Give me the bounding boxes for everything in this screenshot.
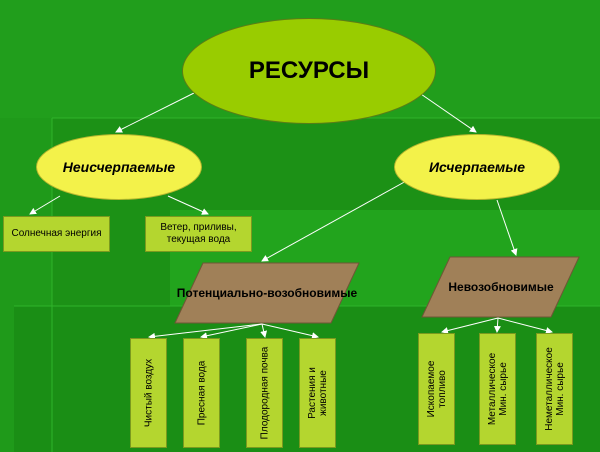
- arrow-inexhaustible-to-solar: [29, 195, 61, 215]
- node-nonmetallic-minerals-label: Неметаллическое Мин. сырье: [543, 347, 566, 431]
- arrow-exhaustible-to-renewable: [261, 179, 409, 262]
- arrow-renewable-to-water: [200, 323, 263, 340]
- node-exhaustible: Исчерпаемые: [394, 134, 560, 200]
- node-wind-tides-water: Ветер, приливы, текущая вода: [145, 216, 252, 252]
- arrow-nonrenewable-to-nonmetal: [497, 317, 553, 334]
- arrow-inexhaustible-to-wind: [167, 195, 209, 215]
- node-fresh-water: Пресная вода: [183, 338, 220, 448]
- node-fresh-water-label: Пресная вода: [196, 360, 207, 426]
- arrow-exhaustible-to-nonrenewable: [496, 199, 518, 256]
- arrow-root-to-exhaustible: [417, 91, 477, 133]
- parallelogram-shape: [174, 262, 360, 324]
- arrow-nonrenewable-to-metal: [493, 317, 501, 333]
- node-plants-animals: Растения и животные: [299, 338, 336, 448]
- arrow-root-to-inexhaustible: [115, 91, 197, 133]
- node-potentially-renewable: Потенциально-возобновимые: [174, 262, 360, 324]
- node-fertile-soil: Плодородная почва: [246, 338, 283, 448]
- arrow-renewable-to-life: [261, 323, 319, 340]
- node-plants-animals-label: Растения и животные: [306, 367, 329, 419]
- node-fossil-fuel: Ископаемое топливо: [418, 333, 455, 445]
- node-fossil-fuel-label: Ископаемое топливо: [425, 360, 448, 418]
- node-inexhaustible: Неисчерпаемые: [36, 134, 202, 200]
- node-nonrenewable-label: Невозобновимые: [448, 279, 554, 294]
- arrow-nonrenewable-to-fuel: [441, 317, 499, 334]
- node-fertile-soil-label: Плодородная почва: [259, 346, 270, 440]
- node-clean-air-label: Чистый воздух: [143, 358, 154, 428]
- node-clean-air: Чистый воздух: [130, 338, 167, 448]
- node-metallic-minerals: Металлическое Мин. сырье: [479, 333, 516, 445]
- node-nonmetallic-minerals: Неметаллическое Мин. сырье: [536, 333, 573, 445]
- node-solar-energy: Солнечная энергия: [3, 216, 110, 252]
- arrow-renewable-to-soil: [260, 323, 268, 338]
- arrow-renewable-to-air: [148, 323, 263, 340]
- parallelogram-shape: [421, 256, 580, 318]
- node-metallic-minerals-label: Металлическое Мин. сырье: [486, 352, 509, 426]
- node-resources: РЕСУРСЫ: [182, 18, 436, 124]
- node-potentially-renewable-label: Потенциально-возобновимые: [176, 285, 358, 300]
- node-nonrenewable: Невозобновимые: [421, 256, 600, 318]
